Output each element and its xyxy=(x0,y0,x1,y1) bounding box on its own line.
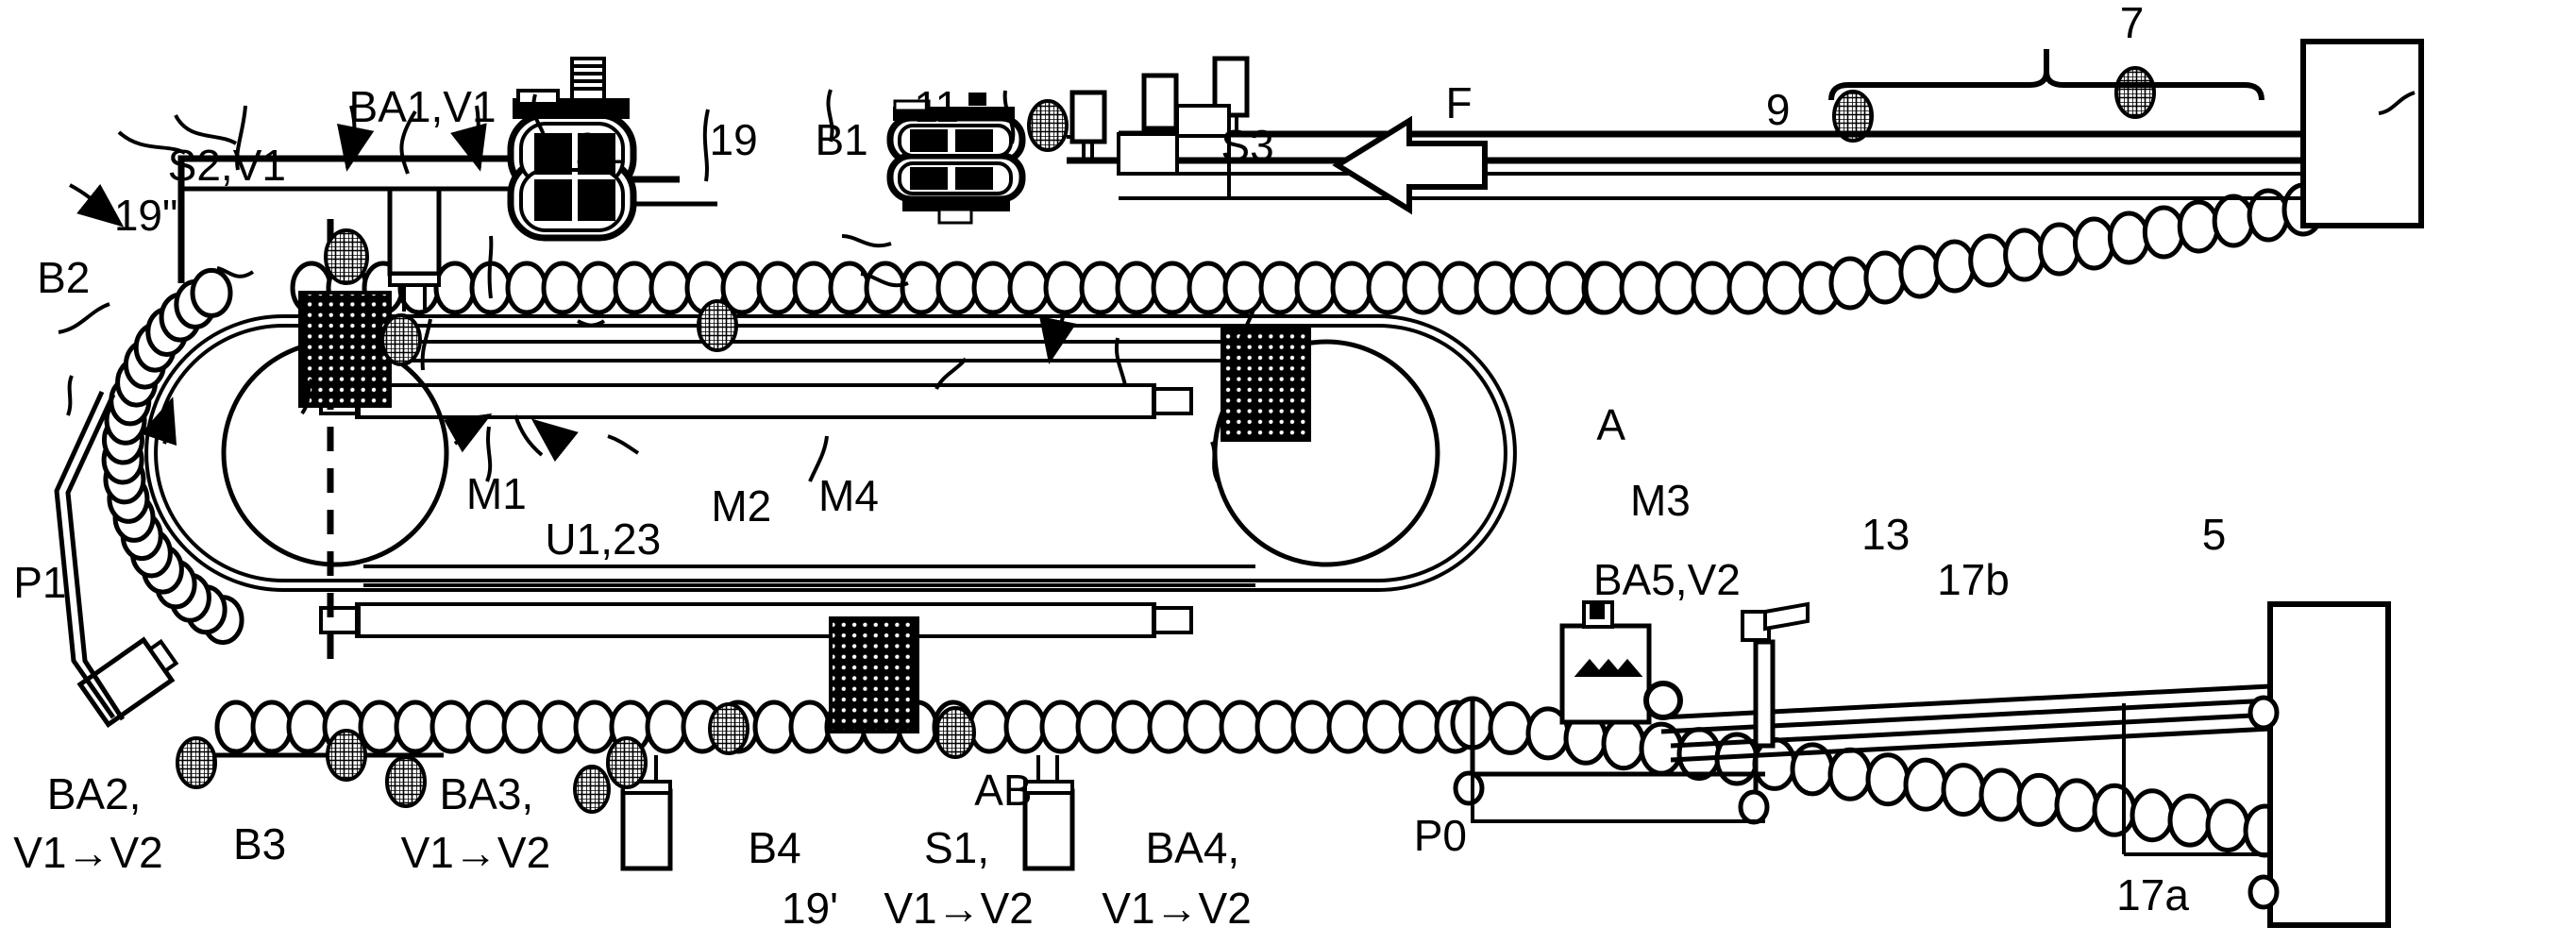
label-21: 21 xyxy=(575,124,624,174)
label-ba2: BA2, xyxy=(46,769,142,819)
label-ba2-v: V1→V2 xyxy=(13,828,163,878)
label-19-dd: 19" xyxy=(113,191,178,241)
label-s2-v1: S2,V1 xyxy=(167,140,286,190)
label-ab: AB xyxy=(974,766,1033,816)
label-m1: M1 xyxy=(465,469,527,519)
roller-chain-incline-right-top xyxy=(1828,182,2325,311)
label-ba3: BA3, xyxy=(439,769,534,819)
label-5: 5 xyxy=(2201,509,2227,559)
roller-chain-left-arc xyxy=(101,267,244,646)
label-17a: 17a xyxy=(2116,869,2189,919)
roller-chain-upper xyxy=(290,261,1842,315)
brace-7 xyxy=(1828,49,2265,101)
frame-P0 xyxy=(1471,755,1765,823)
infeed-7 xyxy=(1067,39,2424,228)
label-ba4: BA4, xyxy=(1145,822,1240,872)
label-b3: B3 xyxy=(232,819,287,869)
label-9: 9 xyxy=(1765,85,1791,135)
roller-chain-incline-right-bottom xyxy=(1450,696,2288,858)
leader-lines xyxy=(58,89,2416,482)
label-p0: P0 xyxy=(1413,811,1468,861)
guide-plate-P1 xyxy=(54,390,126,721)
label-m4: M4 xyxy=(818,470,879,520)
label-17b: 17b xyxy=(1937,554,2010,604)
machine-9 xyxy=(886,93,1026,225)
label-ba5-v2: BA5,V2 xyxy=(1592,554,1741,604)
label-f: F xyxy=(1445,78,1473,128)
label-ba3-v: V1→V2 xyxy=(400,828,551,878)
feed-arrow-F xyxy=(1332,115,1488,215)
label-ba1-v1: BA1,V1 xyxy=(348,81,497,131)
label-a: A xyxy=(1596,400,1626,450)
label-p1: P1 xyxy=(13,558,67,608)
label-13: 13 xyxy=(1861,509,1911,559)
label-19-d: 19' xyxy=(781,883,838,933)
roller-chain-lower xyxy=(214,700,1477,754)
label-s3: S3 xyxy=(1221,120,1274,170)
outfeed-5 xyxy=(1453,600,2391,928)
label-7: 7 xyxy=(2119,0,2145,47)
label-b2: B2 xyxy=(37,252,91,302)
label-11: 11 xyxy=(914,81,960,131)
label-s1-v: V1→V2 xyxy=(884,883,1034,933)
label-b4: B4 xyxy=(748,822,801,872)
label-ba4-v: V1→V2 xyxy=(1102,883,1252,933)
actuator-BA1 xyxy=(387,186,442,312)
label-m3: M3 xyxy=(1629,476,1691,526)
label-m2: M2 xyxy=(711,480,772,531)
actuator-BA4 xyxy=(1022,755,1075,871)
machine-11 xyxy=(507,57,637,242)
label-s1: S1, xyxy=(923,822,989,872)
label-b1: B1 xyxy=(815,115,868,165)
label-u1-23: U1,23 xyxy=(545,514,662,565)
label-19: 19 xyxy=(709,115,758,165)
